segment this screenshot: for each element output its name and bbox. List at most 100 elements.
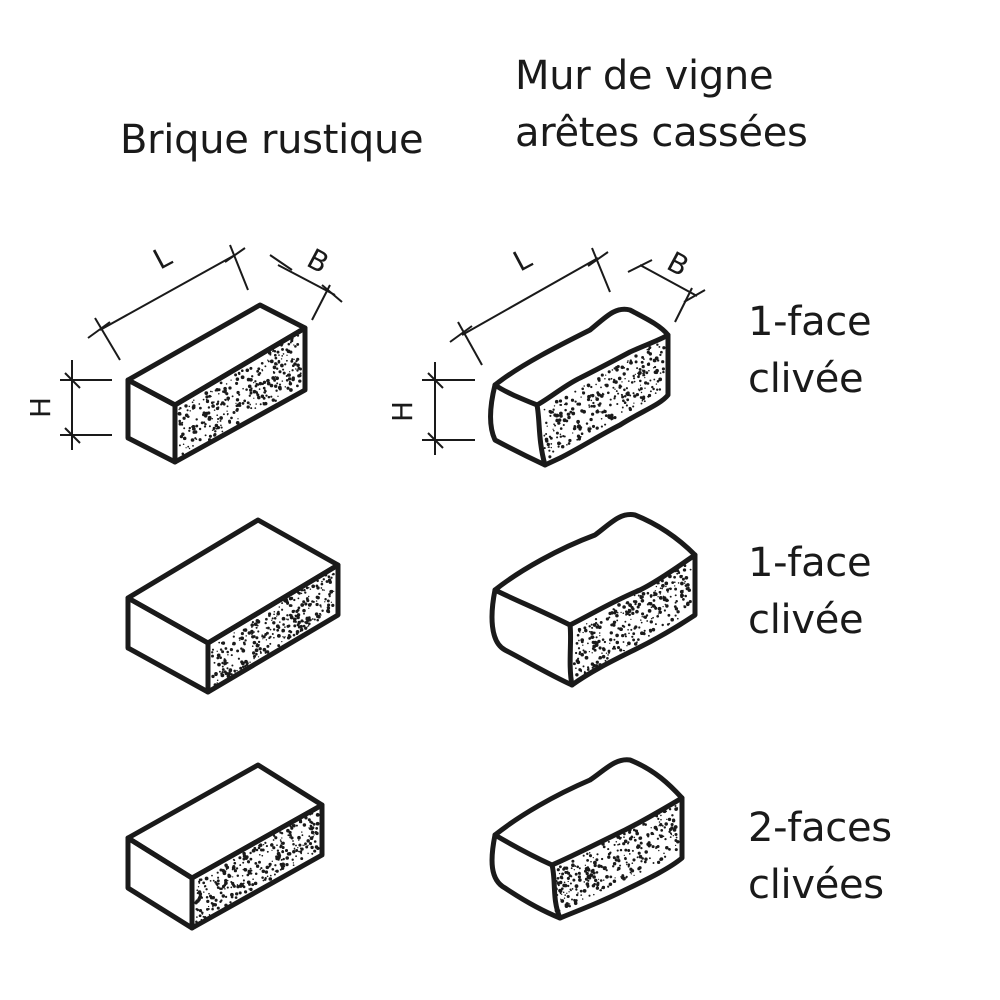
texture-speck xyxy=(321,580,323,583)
texture-speck xyxy=(676,617,679,620)
brick-vigne-1face-row1 xyxy=(488,306,671,468)
texture-speck xyxy=(216,886,220,889)
texture-speck xyxy=(214,389,217,392)
texture-speck xyxy=(230,654,233,657)
texture-speck xyxy=(562,434,565,438)
texture-speck xyxy=(559,411,563,416)
texture-speck xyxy=(641,399,644,402)
texture-speck xyxy=(251,635,255,639)
texture-speck xyxy=(277,359,281,363)
texture-speck xyxy=(607,885,610,888)
texture-speck xyxy=(552,428,554,430)
texture-speck xyxy=(294,620,297,623)
texture-speck xyxy=(682,598,685,601)
texture-speck xyxy=(222,413,225,416)
texture-speck xyxy=(580,652,584,657)
texture-speck xyxy=(207,438,212,442)
texture-speck xyxy=(584,877,588,881)
texture-speck xyxy=(241,661,245,666)
texture-speck xyxy=(202,881,206,885)
texture-speck xyxy=(633,836,636,839)
texture-speck xyxy=(274,399,277,402)
texture-speck xyxy=(282,368,285,371)
texture-speck xyxy=(623,395,627,398)
texture-speck xyxy=(666,572,670,575)
texture-speck xyxy=(307,622,311,626)
texture-speck xyxy=(674,804,677,808)
texture-speck xyxy=(261,869,266,873)
texture-speck xyxy=(617,843,619,846)
texture-speck xyxy=(606,656,609,660)
texture-speck xyxy=(198,880,201,883)
texture-speck xyxy=(254,648,259,653)
brick-rustique-1face-row1 xyxy=(125,302,308,465)
texture-speck xyxy=(598,663,602,667)
texture-speck xyxy=(257,640,261,644)
texture-speck xyxy=(188,429,191,432)
texture-speck xyxy=(603,409,607,414)
texture-speck xyxy=(233,859,236,861)
texture-speck xyxy=(661,587,664,590)
texture-speck xyxy=(256,624,259,627)
texture-speck xyxy=(205,896,209,899)
texture-speck xyxy=(630,873,633,875)
texture-speck xyxy=(178,422,182,425)
texture-speck xyxy=(609,403,612,407)
row3-label-line2: clivées xyxy=(748,862,884,908)
texture-speck xyxy=(261,634,264,637)
texture-speck xyxy=(187,445,190,448)
texture-speck xyxy=(589,427,592,430)
texture-speck xyxy=(194,901,198,905)
texture-speck xyxy=(288,629,292,633)
texture-speck xyxy=(648,857,651,860)
texture-speck xyxy=(598,646,602,650)
texture-speck xyxy=(670,826,674,830)
texture-speck xyxy=(278,606,281,608)
texture-speck xyxy=(615,390,618,393)
texture-speck xyxy=(595,625,599,629)
texture-speck xyxy=(615,841,618,843)
texture-speck xyxy=(649,379,652,382)
texture-speck xyxy=(605,869,608,872)
texture-speck xyxy=(271,398,275,402)
split-face-texture xyxy=(177,334,302,456)
texture-speck xyxy=(641,616,643,618)
texture-speck xyxy=(640,360,644,364)
texture-speck xyxy=(301,620,304,622)
texture-speck xyxy=(569,439,572,442)
texture-speck xyxy=(317,614,321,619)
texture-speck xyxy=(271,849,273,851)
texture-speck xyxy=(235,404,239,408)
texture-speck xyxy=(276,382,279,385)
texture-speck xyxy=(276,844,278,847)
texture-speck xyxy=(633,838,637,842)
texture-speck xyxy=(198,878,202,881)
brick-rustique-1face-row2 xyxy=(125,517,341,695)
texture-speck xyxy=(622,372,626,376)
texture-speck xyxy=(599,411,601,413)
texture-speck xyxy=(613,843,616,846)
texture-speck xyxy=(191,401,194,404)
texture-speck xyxy=(268,877,273,881)
texture-speck xyxy=(286,386,290,390)
texture-speck xyxy=(311,852,314,855)
texture-speck xyxy=(649,357,653,361)
texture-speck xyxy=(211,648,215,651)
texture-speck xyxy=(262,879,265,882)
texture-speck xyxy=(546,442,550,447)
texture-speck xyxy=(643,400,646,403)
texture-speck xyxy=(313,840,317,843)
texture-speck xyxy=(243,642,246,646)
texture-speck xyxy=(568,875,570,878)
texture-speck xyxy=(640,391,643,394)
texture-speck xyxy=(607,370,611,374)
texture-speck xyxy=(289,388,293,392)
texture-speck xyxy=(668,808,672,811)
texture-speck xyxy=(295,855,297,858)
texture-speck xyxy=(245,388,248,391)
texture-speck xyxy=(241,369,244,373)
top-edge xyxy=(492,332,671,408)
texture-speck xyxy=(255,626,258,629)
texture-speck xyxy=(640,402,643,405)
texture-speck xyxy=(221,668,225,671)
